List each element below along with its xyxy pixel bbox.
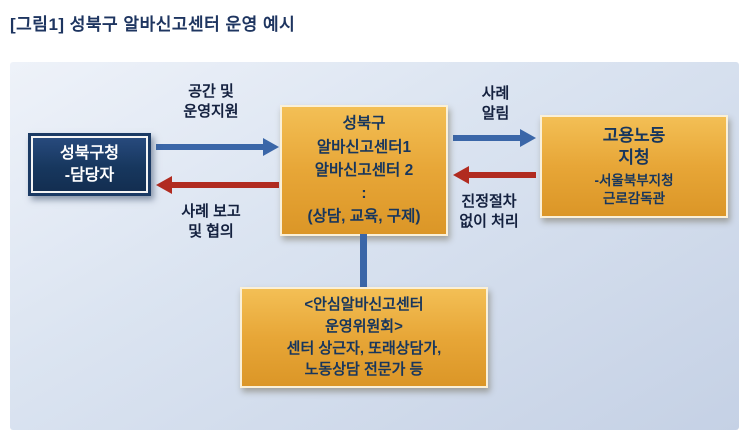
- box-operating-committee: <안심알바신고센터 운영위원회> 센터 상근자, 또래상담가, 노동상담 전문가…: [240, 287, 488, 388]
- label-space-support: 공간 및 운영지원: [183, 83, 239, 120]
- box-report-center-label: 성북구 알바신고센터1 알바신고센터 2 : (상담, 교육, 구제): [307, 115, 421, 226]
- box-report-center: 성북구 알바신고센터1 알바신고센터 2 : (상담, 교육, 구제): [280, 105, 448, 236]
- figure-title: [그림1] 성북구 알바신고센터 운영 예시: [10, 15, 296, 34]
- box-labor-office: 고용노동 지청 -서울북부지청 근로감독관: [540, 115, 728, 218]
- arrow-no-petition-head: [453, 166, 469, 184]
- arrow-case-notify-head: [520, 129, 536, 147]
- box-seongbuk-office-label: 성북구청 -담당자: [60, 144, 119, 184]
- arrow-case-report-shaft: [172, 182, 279, 188]
- box-labor-office-subtitle: -서울북부지청 근로감독관: [594, 172, 674, 207]
- box-seongbuk-office: 성북구청 -담당자: [28, 133, 151, 196]
- label-case-notify: 사례 알림: [481, 85, 510, 122]
- box-operating-committee-label: <안심알바신고센터 운영위원회> 센터 상근자, 또래상담가, 노동상담 전문가…: [286, 296, 442, 379]
- diagram-panel: 성북구청 -담당자 성북구 알바신고센터1 알바신고센터 2 : (상담, 교육…: [10, 62, 739, 430]
- label-no-petition: 진정절차 없이 처리: [459, 193, 519, 230]
- label-case-report: 사례 보고 및 협의: [181, 203, 241, 240]
- arrow-space-support-shaft: [156, 144, 263, 150]
- arrow-case-report-head: [156, 176, 172, 194]
- connector-line: [360, 234, 367, 289]
- arrow-case-notify-shaft: [453, 135, 520, 141]
- arrow-no-petition-shaft: [469, 172, 536, 178]
- box-labor-office-title: 고용노동 지청: [602, 125, 666, 167]
- arrow-space-support-head: [263, 138, 279, 156]
